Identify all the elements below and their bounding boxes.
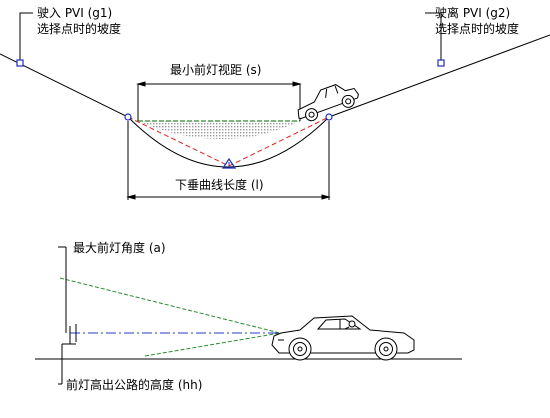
- bvc-point-marker: [124, 113, 132, 121]
- sight-distance-label: 最小前灯视距 (s): [170, 62, 261, 77]
- sight-distance-dimension: [136, 81, 302, 121]
- sedan-car-icon: [271, 315, 415, 361]
- exit-pvi-grade-sublabel: 选择点时的坡度: [435, 21, 519, 36]
- exit-pvi-grade-label: 驶离 PVI (g2): [435, 5, 510, 20]
- pvi-triangle-marker: [221, 157, 237, 169]
- upper-beam-line: [59, 277, 281, 334]
- car-on-grade-icon: [297, 84, 359, 122]
- lower-beam-line: [144, 332, 281, 357]
- top-diagram: 驶入 PVI (g1) 选择点时的坡度 驶离 PVI (g2) 选择点时的坡度 …: [0, 5, 550, 200]
- entry-pvi-grade-sublabel: 选择点时的坡度: [37, 21, 121, 36]
- evc-point-marker: [325, 113, 333, 121]
- exit-grade-leader: [425, 12, 442, 63]
- curve-length-label: 下垂曲线长度 (l): [175, 177, 264, 192]
- headlight-angle-label: 最大前灯角度 (a): [73, 240, 166, 255]
- bottom-diagram: 最大前灯角度 (a) 前灯高出公路的高度 (hh): [35, 240, 462, 392]
- sight-distance-area: [138, 121, 300, 140]
- entry-grade-leader: [19, 12, 33, 63]
- entry-grade-point-marker: [16, 59, 24, 67]
- sag-vertical-curve: [127, 116, 330, 168]
- headlight-height-label: 前灯高出公路的高度 (hh): [66, 377, 202, 392]
- headlight-height-marker: [58, 324, 77, 385]
- exit-grade-line: [328, 34, 550, 118]
- exit-grade-point-marker: [437, 59, 445, 67]
- entry-pvi-grade-label: 驶入 PVI (g1): [37, 5, 112, 20]
- curve-length-dimension: [126, 121, 331, 200]
